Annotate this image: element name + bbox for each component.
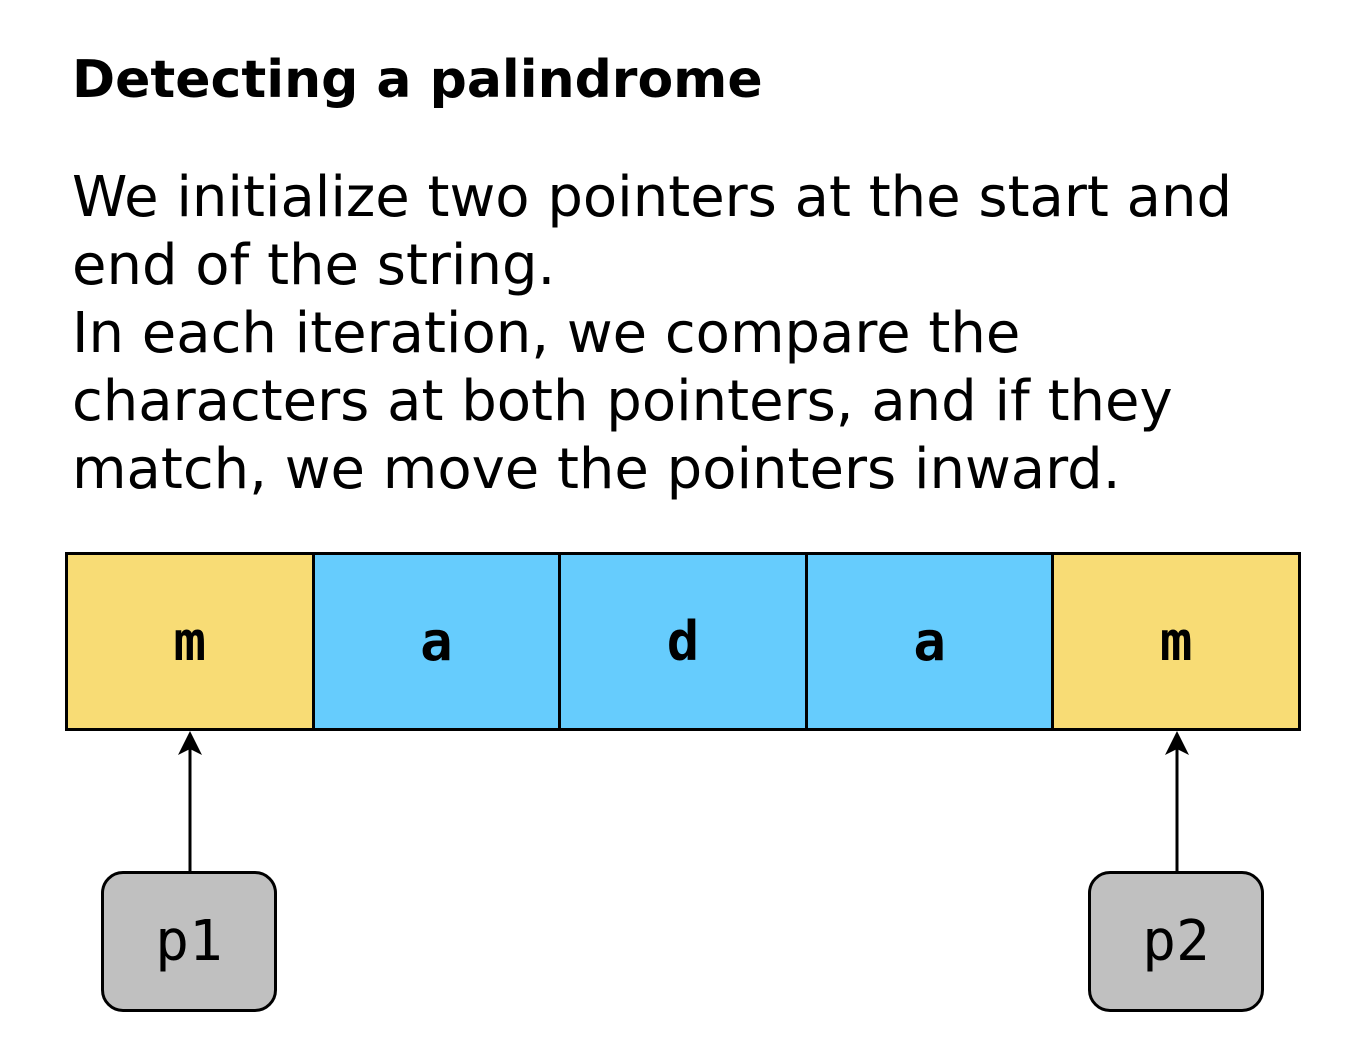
description-line: match, we move the pointers inward. bbox=[72, 437, 1121, 502]
description: We initialize two pointers at the start … bbox=[72, 164, 1312, 504]
arrow-head-icon bbox=[178, 731, 202, 755]
description-line: We initialize two pointers at the start … bbox=[72, 165, 1233, 230]
description-line: end of the string. bbox=[72, 233, 556, 298]
arrow-head-icon bbox=[1165, 731, 1189, 755]
string-cell-0: m bbox=[68, 555, 315, 728]
description-line: characters at both pointers, and if they bbox=[72, 369, 1173, 434]
string-array: m a d a m bbox=[65, 552, 1301, 731]
description-line: In each iteration, we compare the bbox=[72, 301, 1021, 366]
pointer-arrow-p2 bbox=[1165, 731, 1189, 871]
cell-char: a bbox=[420, 610, 453, 673]
cell-char: m bbox=[1159, 610, 1193, 673]
pointer-arrow-p1 bbox=[178, 731, 202, 871]
string-cell-4: m bbox=[1054, 555, 1298, 728]
pointer-box-p2: p2 bbox=[1088, 871, 1264, 1012]
pointer-label: p1 bbox=[155, 909, 223, 974]
string-cell-2: d bbox=[561, 555, 808, 728]
cell-char: d bbox=[666, 610, 700, 673]
cell-char: a bbox=[913, 610, 946, 673]
diagram-title: Detecting a palindrome bbox=[72, 50, 763, 110]
string-cell-3: a bbox=[807, 555, 1055, 728]
pointer-box-p1: p1 bbox=[101, 871, 277, 1012]
pointer-label: p2 bbox=[1142, 909, 1210, 974]
cell-char: m bbox=[173, 610, 207, 673]
string-cell-1: a bbox=[314, 555, 562, 728]
